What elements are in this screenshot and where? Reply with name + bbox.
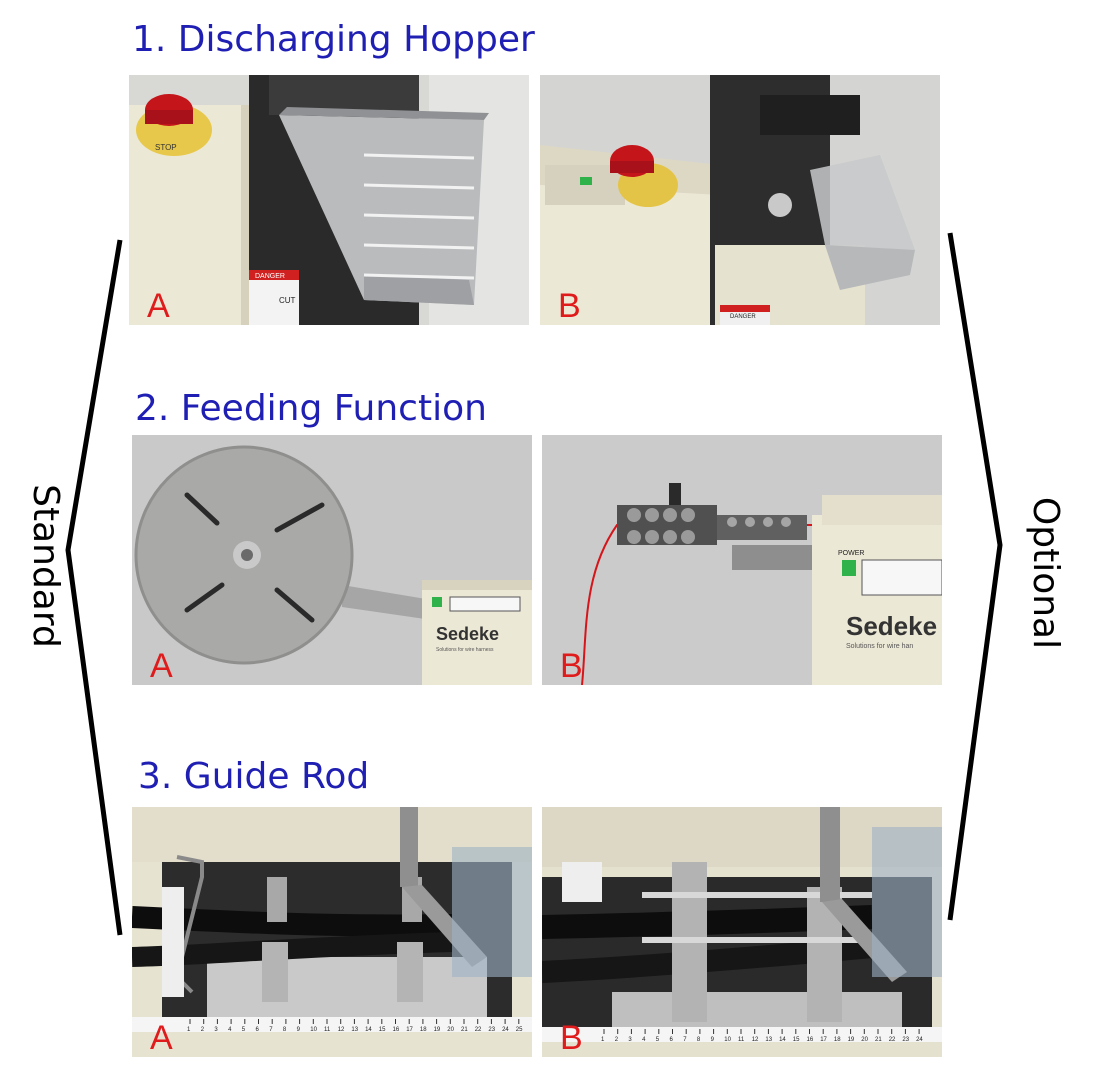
ruler-tick-label: 5 xyxy=(242,1027,246,1033)
ruler-tick-label: 10 xyxy=(310,1027,317,1033)
ruler-tick-label: 17 xyxy=(406,1027,413,1033)
panel-label-a: A xyxy=(147,287,170,325)
ruler-tick-label: 12 xyxy=(338,1027,345,1033)
ruler-tick-label: 24 xyxy=(502,1027,509,1033)
ruler-tick-label: 17 xyxy=(820,1037,827,1043)
section-title-guide-rod: 3. Guide Rod xyxy=(138,756,370,797)
ruler-tick-label: 6 xyxy=(256,1027,260,1033)
ruler-tick-label: 2 xyxy=(201,1027,205,1033)
ruler-tick-label: 5 xyxy=(656,1037,660,1043)
ruler-tick-label: 16 xyxy=(807,1037,814,1043)
ruler-tick-label: 22 xyxy=(475,1027,482,1033)
ruler-tick-label: 23 xyxy=(902,1037,909,1043)
section-title-discharging-hopper: 1. Discharging Hopper xyxy=(132,19,535,60)
ruler-tick-label: 19 xyxy=(848,1037,855,1043)
brand-text-a: Sedeke xyxy=(436,624,499,644)
cut-text: CUT xyxy=(279,296,296,305)
ruler-tick-label: 3 xyxy=(214,1027,218,1033)
ruler-tick-label: 8 xyxy=(283,1027,287,1033)
photo-feeding-optional: POWER Sedeke Solutions for wire han B xyxy=(542,435,942,685)
panel-label-a-3: A xyxy=(150,1019,173,1057)
ruler-tick-label: 22 xyxy=(889,1037,896,1043)
ruler-tick-label: 14 xyxy=(779,1037,786,1043)
power-text: POWER xyxy=(838,550,864,557)
stop-text: STOP xyxy=(155,143,177,152)
ruler-tick-label: 20 xyxy=(447,1027,454,1033)
ruler-tick-label: 10 xyxy=(724,1037,731,1043)
photo-feeding-standard: Sedeke Solutions for wire harness A xyxy=(132,435,532,685)
ruler-tick-label: 13 xyxy=(765,1037,772,1043)
ruler-tick-label: 21 xyxy=(875,1037,882,1043)
ruler-tick-label: 21 xyxy=(461,1027,468,1033)
ruler-tick-label: 7 xyxy=(269,1027,273,1033)
ruler-tick-label: 25 xyxy=(516,1027,523,1033)
ruler-tick-label: 9 xyxy=(711,1037,715,1043)
ruler-tick-label: 14 xyxy=(365,1027,372,1033)
ruler-tick-label: 20 xyxy=(861,1037,868,1043)
panel-label-b: B xyxy=(558,287,581,325)
ruler-tick-label: 7 xyxy=(683,1037,687,1043)
ruler-tick-label: 11 xyxy=(324,1027,331,1033)
ruler-tick-label: 18 xyxy=(420,1027,427,1033)
ruler-tick-label: 12 xyxy=(752,1037,759,1043)
ruler-tick-label: 1 xyxy=(601,1037,605,1043)
brand-text-b: Sedeke xyxy=(846,611,937,641)
brand-tagline-b: Solutions for wire han xyxy=(846,643,913,650)
ruler-tick-label: 13 xyxy=(351,1027,358,1033)
ruler-tick-label: 15 xyxy=(793,1037,800,1043)
standard-label: Standard xyxy=(25,484,66,648)
ruler-tick-label: 19 xyxy=(434,1027,441,1033)
ruler-tick-label: 3 xyxy=(628,1037,632,1043)
danger-text-1: DANGER xyxy=(255,273,285,280)
panel-label-b-3: B xyxy=(560,1019,583,1057)
optional-bracket xyxy=(947,232,1003,921)
optional-label: Optional xyxy=(1025,496,1066,650)
photo-hopper-standard: STOP DANGER CUT A xyxy=(129,75,529,325)
ruler-tick-label: 23 xyxy=(488,1027,495,1033)
panel-label-b-2: B xyxy=(560,647,583,685)
photo-hopper-optional: DANGER B xyxy=(540,75,940,325)
ruler-tick-label: 4 xyxy=(642,1037,646,1043)
ruler-tick-label: 16 xyxy=(393,1027,400,1033)
ruler-tick-label: 15 xyxy=(379,1027,386,1033)
ruler-tick-label: 2 xyxy=(615,1037,619,1043)
ruler-tick-label: 11 xyxy=(738,1037,745,1043)
danger-text-2: DANGER xyxy=(730,314,756,320)
standard-bracket xyxy=(65,239,123,936)
ruler-tick-label: 8 xyxy=(697,1037,701,1043)
ruler-tick-label: 18 xyxy=(834,1037,841,1043)
panel-label-a-2: A xyxy=(150,647,173,685)
ruler-tick-label: 9 xyxy=(297,1027,301,1033)
ruler-tick-label: 4 xyxy=(228,1027,232,1033)
brand-tagline-a: Solutions for wire harness xyxy=(436,647,494,653)
section-title-feeding-function: 2. Feeding Function xyxy=(135,388,487,429)
ruler-tick-label: 24 xyxy=(916,1037,923,1043)
ruler-tick-label: 1 xyxy=(187,1027,191,1033)
ruler-tick-label: 6 xyxy=(670,1037,674,1043)
